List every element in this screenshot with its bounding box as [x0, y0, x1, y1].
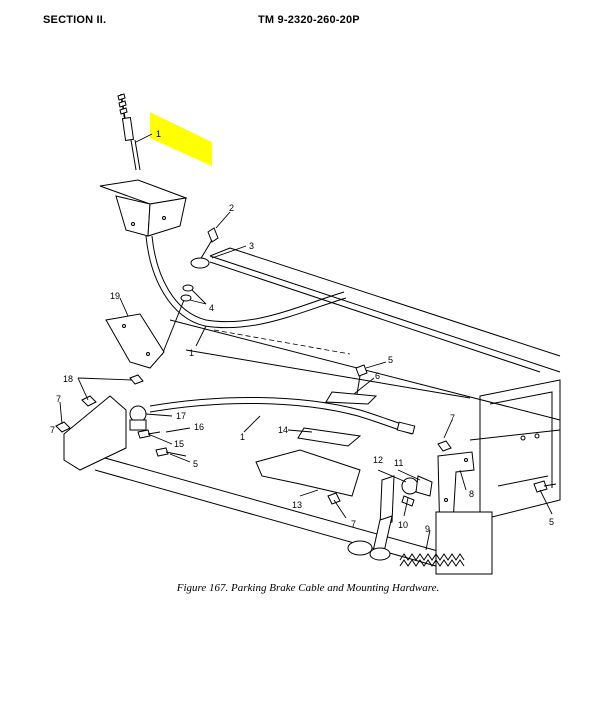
spring-bracket: [399, 440, 493, 575]
callout-7: 7: [450, 413, 455, 423]
callout-10: 10: [398, 520, 408, 530]
section-label: SECTION II.: [43, 14, 107, 26]
callout-6: 6: [375, 371, 380, 381]
callout-8: 8: [469, 489, 474, 499]
leader-lines: [59, 133, 553, 551]
callout-16: 16: [194, 422, 204, 432]
callout-5: 5: [549, 517, 554, 527]
callout-7: 7: [50, 425, 55, 435]
callout-11: 11: [394, 458, 403, 468]
callout-13: 13: [292, 500, 302, 510]
callout-1: 1: [189, 348, 194, 358]
right-bolt: [533, 480, 557, 493]
callout-15: 15: [174, 439, 184, 449]
callout-7: 7: [351, 519, 356, 529]
callout-12: 12: [373, 455, 383, 465]
figure-caption: Figure 167. Parking Brake Cable and Moun…: [176, 582, 440, 594]
callout-7: 7: [56, 394, 61, 404]
callout-numbers: 1 2 3 4 19 1 5 6 18 7 17 16 15 5 1 14 7 …: [50, 129, 554, 534]
callout-5: 5: [193, 459, 198, 469]
callout-3: 3: [249, 241, 254, 251]
callout-19: 19: [110, 291, 120, 301]
upper-bracket: [99, 179, 188, 237]
technical-manual-number: TM 9-2320-260-20P: [258, 14, 360, 26]
callout-17: 17: [176, 411, 186, 421]
callout-1: 1: [156, 129, 161, 139]
side-bracket: [105, 313, 165, 369]
callout-2: 2: [229, 203, 234, 213]
callout-4: 4: [209, 303, 214, 313]
cable-lower-run: [149, 396, 415, 429]
callout-18: 18: [63, 374, 73, 384]
cable-upper-end: [117, 93, 141, 171]
item-highlight: [150, 112, 212, 166]
pedal-bracket: [255, 449, 361, 505]
callout-1: 1: [240, 432, 245, 442]
callout-14: 14: [278, 425, 288, 435]
left-mount-plate: [55, 374, 187, 471]
pedal-arm: [347, 475, 433, 561]
callout-5: 5: [388, 355, 393, 365]
callout-9: 9: [425, 524, 430, 534]
cable-upper-run: [145, 235, 347, 329]
center-hardware: [297, 364, 378, 447]
clamp-bolt-assembly: [161, 227, 219, 356]
